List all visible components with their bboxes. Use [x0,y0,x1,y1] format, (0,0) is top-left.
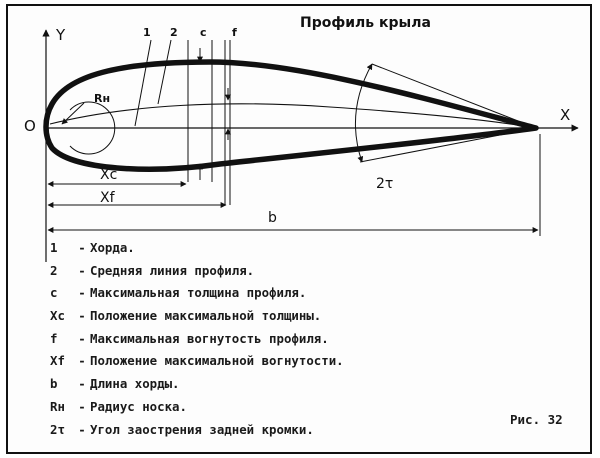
legend-item: c -Максимальная толщина профиля. [50,282,344,305]
legend-separator: - [78,308,86,324]
legend-separator: - [78,262,86,278]
legend-item: Xc-Положение максимальной толщины. [50,305,344,328]
legend-separator: - [78,353,86,369]
legend-text: Средняя линия профиля. [90,262,255,278]
legend-separator: - [78,330,86,346]
legend-list: 1-Хорда. 2-Средняя линия профиля. c-Макс… [50,237,344,441]
legend-separator: - [78,285,86,301]
origin-label: O [24,117,36,135]
marker-2-label: 2 [170,26,178,39]
legend-item: b -Длина хорды. [50,373,344,396]
xf-label: Xf [100,190,116,206]
legend-symbol: Xf [50,353,65,369]
nose-radius-label: Rн [94,92,110,105]
legend-item: Rн-Радиус носка. [50,396,344,419]
legend-item: f -Максимальная вогнутость профиля. [50,328,344,351]
trailing-tangent-upper [371,63,537,129]
y-axis-label: Y [55,26,66,44]
legend-symbol: f [50,330,58,346]
trailing-angle-label: 2τ [376,176,393,192]
legend-symbol: Xc [50,308,65,324]
legend-symbol: 2 [50,262,58,278]
trailing-tangent-lower [359,127,537,163]
legend-item: 2 -Средняя линия профиля. [50,260,344,283]
legend-symbol: b [50,376,58,392]
legend-text: Радиус носка. [90,398,187,414]
legend-text: Длина хорды. [90,376,180,392]
legend-text: Положение максимальной вогнутости. [90,353,344,369]
legend-symbol: Rн [50,398,65,414]
chord-leader [134,39,152,127]
figure-reference: Рис. 32 [510,412,563,427]
legend-symbol: 1 [50,240,58,255]
marker-f-label: f [232,26,237,39]
legend-text: Положение максимальной толщины. [90,308,322,324]
legend-separator: - [78,376,86,392]
camber-leader [157,39,172,105]
x-axis-label: X [560,106,570,124]
xc-label: Xc [100,167,117,183]
legend-separator: - [78,398,86,414]
trailing-angle-arc [354,63,373,163]
legend-item: 1 -Хорда. [50,237,344,260]
legend-separator: - [78,421,86,437]
marker-1-label: 1 [143,26,151,39]
diagram-title: Профиль крыла [300,15,431,31]
legend-text: Хорда. [90,240,135,255]
legend-item: 2τ-Угол заострения задней кромки. [50,419,344,442]
airfoil-outline [43,59,539,172]
legend-text: Максимальная вогнутость профиля. [90,330,329,346]
legend-symbol: 2τ [50,421,65,437]
legend-symbol: c [50,285,58,301]
legend-text: Угол заострения задней кромки. [90,421,314,437]
b-label: b [268,210,277,226]
legend-item: Xf-Положение максимальной вогнутости. [50,350,344,373]
camber-line [49,103,537,129]
nose-radius-leader [61,102,85,125]
legend-text: Максимальная толщина профиля. [90,285,307,301]
marker-c-label: c [200,26,207,39]
legend-separator: - [78,240,86,255]
nose-radius-arc [69,101,116,155]
